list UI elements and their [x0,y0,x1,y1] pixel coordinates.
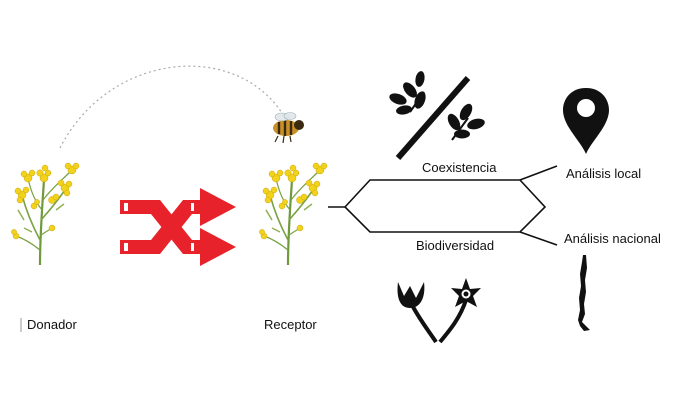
pollination-arc [59,65,286,149]
label-national-analysis: Análisis nacional [564,231,661,246]
bee-icon [273,112,304,144]
label-local-analysis: Análisis local [566,166,642,181]
chile-map-icon [578,255,590,331]
donor-plant-icon [10,161,81,267]
label-coexistence: Coexistencia [422,160,497,175]
biodiversity-icon [397,278,481,344]
branch-diagram [328,165,558,246]
label-donor: Donador [27,317,77,332]
label-biodiversity: Biodiversidad [416,238,495,253]
crossover-arrows-icon [120,188,236,266]
coexistence-icon [389,71,485,160]
map-pin-icon [563,88,609,154]
receptor-plant-icon [258,161,329,267]
label-receptor: Receptor [264,317,317,332]
